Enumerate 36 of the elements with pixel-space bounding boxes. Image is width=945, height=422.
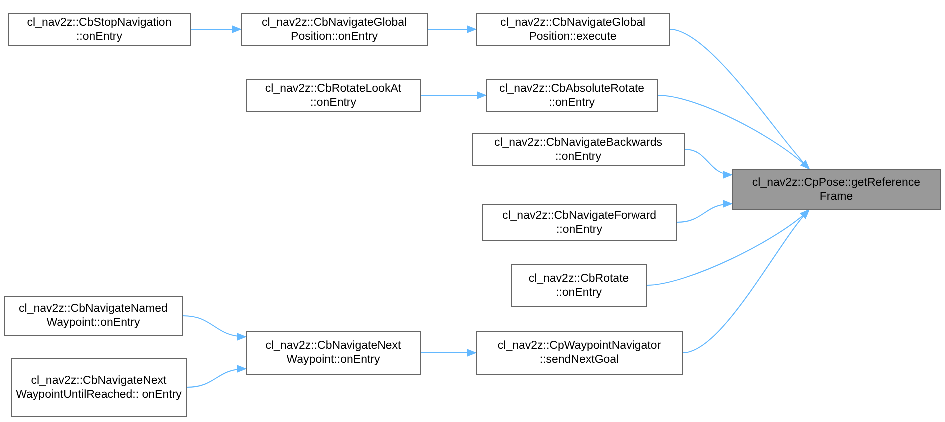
- function-name: cl_nav2z::CbNavigateBackwards ::onEntry: [493, 136, 664, 164]
- function-box: [476, 13, 670, 46]
- arrow: [420, 92, 487, 100]
- function-name: cl_nav2z::CbNavigateGlobal Position::onEntry: [260, 16, 408, 44]
- function-box: [476, 331, 683, 375]
- function-name: cl_nav2z::CbNavigateNext Waypoint::onEntry: [264, 339, 402, 367]
- arrow: [190, 26, 242, 34]
- highlighted-function-box: [732, 169, 941, 210]
- function-box: [11, 358, 187, 417]
- arrow: [682, 209, 810, 354]
- function-name: cl_nav2z::CpWaypointNavigator ::sendNextGoal: [496, 339, 662, 367]
- arrow: [684, 149, 733, 178]
- arrow: [186, 365, 247, 388]
- function-box: [8, 13, 191, 46]
- function-name: cl_nav2z::CbRotateLookAt ::onEntry: [264, 82, 403, 110]
- function-box: [241, 13, 428, 46]
- function-box: [4, 296, 183, 336]
- function-name: cl_nav2z::CbNavigateForward ::onEntry: [501, 208, 658, 236]
- function-name: cl_nav2z::CbNavigateNamed Waypoint::onEntry: [18, 302, 169, 330]
- arrow: [182, 316, 247, 340]
- function-box: [482, 204, 677, 241]
- function-name: cl_nav2z::CbStopNavigation ::onEntry: [26, 16, 173, 44]
- arrow: [420, 349, 477, 357]
- function-name: cl_nav2z::CbAbsoluteRotate ::onEntry: [498, 82, 646, 110]
- function-name: cl_nav2z::CbRotate ::onEntry: [528, 272, 630, 300]
- function-box: [511, 264, 647, 307]
- function-box: [246, 79, 421, 112]
- function-name: cl_nav2z::CbNavigateNext WaypointUntilReached:: onEntry: [16, 374, 182, 402]
- function-box: [246, 331, 421, 375]
- arrow: [428, 26, 477, 34]
- function-name: cl_nav2z::CpPose::getReference Frame: [751, 176, 922, 204]
- function-box: [472, 133, 685, 166]
- arrow: [658, 95, 810, 170]
- arrow: [676, 200, 733, 223]
- function-name: cl_nav2z::CbNavigateGlobal Position::execute: [499, 16, 647, 44]
- function-box: [486, 79, 658, 112]
